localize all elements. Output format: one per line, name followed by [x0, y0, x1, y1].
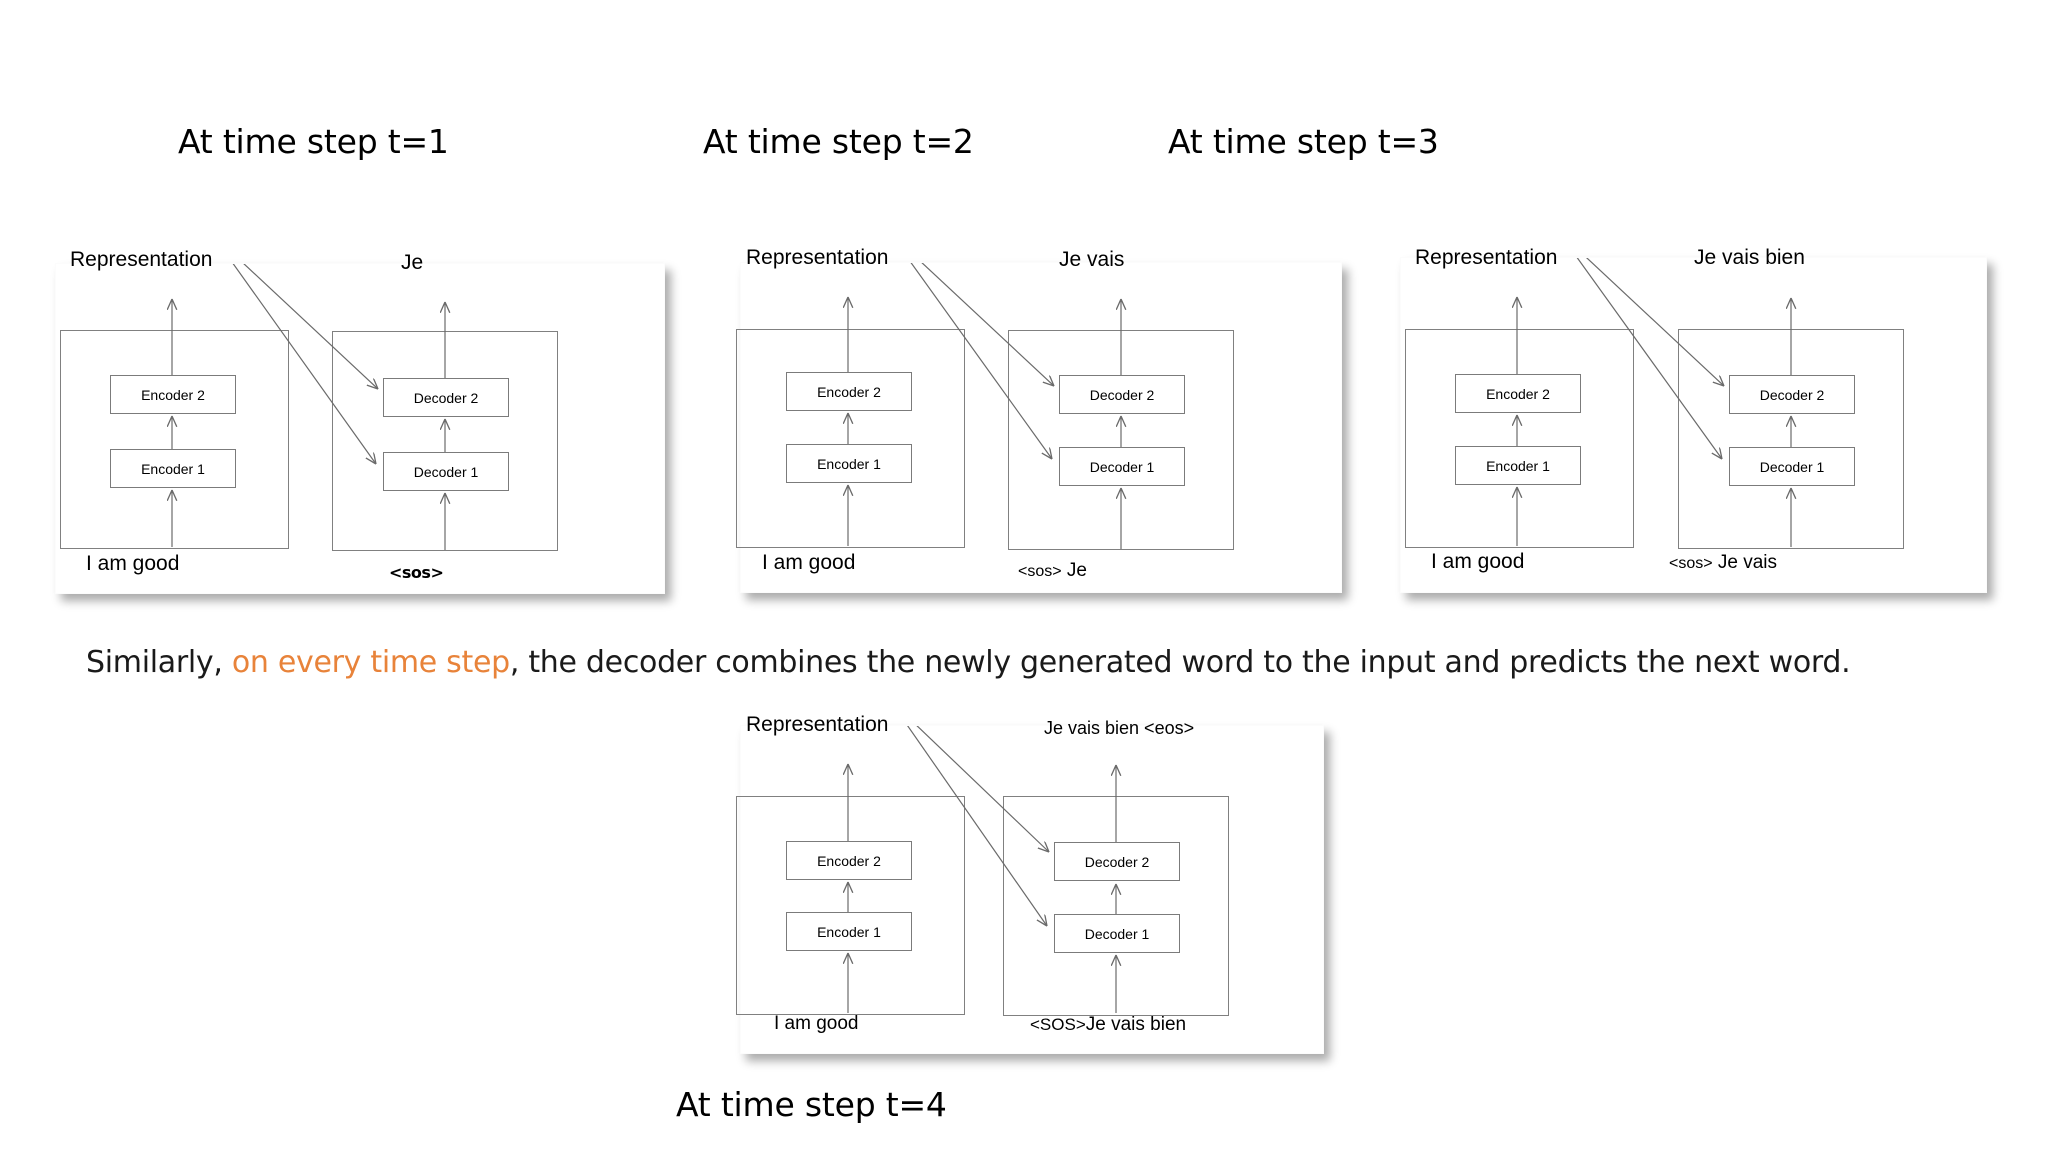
encoder-layer-2-label-t2: Encoder 2 — [817, 383, 881, 400]
caption-sentence: Similarly, on every time step, the decod… — [86, 645, 1851, 680]
encoder-layer-2-label-t4: Encoder 2 — [817, 852, 881, 869]
decoder-input-label-t3: <sos> Je vais — [1669, 552, 1777, 574]
decoder-layer-2-t3: Decoder 2 — [1729, 375, 1855, 414]
encoder-layer-1-label-t3: Encoder 1 — [1486, 457, 1550, 474]
decoder-layer-1-label-t4: Decoder 1 — [1084, 925, 1150, 942]
caption-lead: Similarly, — [86, 645, 232, 680]
encoder-stack-t3 — [1405, 329, 1634, 548]
decoder-input-label-t2: <sos> Je — [1018, 560, 1087, 582]
decoder-stack-t3 — [1678, 329, 1904, 549]
decoder-output-label-t1: Je — [401, 251, 424, 274]
decoder-sos-token-t3: <sos> — [1669, 555, 1713, 572]
diagram-panel-t4: Encoder 2 Encoder 1 Decoder 2 Decoder 1 … — [736, 713, 1324, 1054]
encoder-layer-2-label-t3: Encoder 2 — [1486, 385, 1550, 402]
decoder-output-label-t4: Je vais bien <eos> — [1044, 718, 1195, 738]
panel-title-t1: At time step t=1 — [178, 122, 449, 161]
decoder-layer-2-t1: Decoder 2 — [383, 378, 509, 417]
encoder-stack-t2 — [736, 329, 965, 548]
encoder-layer-1-t1: Encoder 1 — [110, 449, 236, 488]
decoder-layer-1-label-t3: Decoder 1 — [1759, 458, 1825, 475]
decoder-output-label-t2: Je vais — [1059, 248, 1125, 271]
panel-title-t4: At time step t=4 — [676, 1085, 947, 1124]
encoder-output-label-t3: Representation — [1415, 246, 1558, 269]
encoder-layer-2-label-t1: Encoder 2 — [141, 386, 205, 403]
decoder-layer-2-t4: Decoder 2 — [1054, 842, 1180, 881]
encoder-output-label-t4: Representation — [746, 713, 889, 736]
panel-title-t2: At time step t=2 — [703, 122, 974, 161]
encoder-input-label-t4: I am good — [774, 1013, 859, 1034]
decoder-layer-1-t1: Decoder 1 — [383, 452, 509, 491]
decoder-layer-1-label-t2: Decoder 1 — [1089, 458, 1155, 475]
decoder-stack-t1 — [332, 331, 558, 551]
decoder-sos-token-t2: <sos> — [1018, 563, 1062, 580]
encoder-layer-2-t4: Encoder 2 — [786, 841, 912, 880]
encoder-layer-1-label-t4: Encoder 1 — [817, 923, 881, 940]
caption-highlight: on every time step — [231, 645, 510, 680]
caption-rest: , the decoder combines the newly generat… — [509, 645, 1851, 680]
decoder-layer-2-label-t2: Decoder 2 — [1089, 386, 1155, 403]
diagram-panel-t1: Encoder 2 Encoder 1 Decoder 2 Decoder 1 … — [55, 248, 665, 594]
diagram-panel-t2: Encoder 2 Encoder 1 Decoder 2 Decoder 1 … — [736, 246, 1342, 593]
encoder-layer-2-t3: Encoder 2 — [1455, 374, 1581, 413]
decoder-layer-1-label-t1: Decoder 1 — [413, 463, 479, 480]
decoder-layer-2-label-t1: Decoder 2 — [413, 389, 479, 406]
encoder-layer-1-t2: Encoder 1 — [786, 444, 912, 483]
panel-title-t3: At time step t=3 — [1168, 122, 1439, 161]
decoder-input-label-t1: <sos> — [389, 563, 444, 582]
encoder-input-label-t2: I am good — [762, 551, 856, 574]
decoder-layer-1-t2: Decoder 1 — [1059, 447, 1185, 486]
decoder-output-label-t3: Je vais bien — [1694, 246, 1805, 269]
decoder-stack-t2 — [1008, 330, 1234, 550]
encoder-layer-1-label-t2: Encoder 1 — [817, 455, 881, 472]
encoder-stack-t4 — [736, 796, 965, 1015]
encoder-layer-2-t2: Encoder 2 — [786, 372, 912, 411]
decoder-sos-token-t4: <SOS> — [1030, 1015, 1086, 1034]
decoder-layer-2-label-t3: Decoder 2 — [1759, 386, 1825, 403]
encoder-layer-1-t4: Encoder 1 — [786, 912, 912, 951]
decoder-stack-t4 — [1003, 796, 1229, 1016]
decoder-generated-words-t2: Je — [1061, 560, 1087, 581]
diagram-panel-t3: Encoder 2 Encoder 1 Decoder 2 Decoder 1 … — [1400, 246, 1987, 593]
encoder-layer-2-t1: Encoder 2 — [110, 375, 236, 414]
encoder-stack-t1 — [60, 330, 289, 549]
encoder-input-label-t3: I am good — [1431, 550, 1525, 573]
decoder-layer-2-t2: Decoder 2 — [1059, 375, 1185, 414]
encoder-input-label-t1: I am good — [86, 552, 180, 575]
decoder-layer-1-t4: Decoder 1 — [1054, 914, 1180, 953]
decoder-layer-1-t3: Decoder 1 — [1729, 447, 1855, 486]
encoder-output-label-t1: Representation — [70, 248, 213, 271]
encoder-layer-1-label-t1: Encoder 1 — [141, 460, 205, 477]
decoder-generated-words-t4: Je vais bien — [1085, 1014, 1187, 1035]
encoder-layer-1-t3: Encoder 1 — [1455, 446, 1581, 485]
decoder-input-label-t4: <SOS>Je vais bien — [1030, 1014, 1186, 1036]
encoder-output-label-t2: Representation — [746, 246, 889, 269]
decoder-layer-2-label-t4: Decoder 2 — [1084, 853, 1150, 870]
decoder-generated-words-t3: Je vais — [1712, 552, 1778, 573]
